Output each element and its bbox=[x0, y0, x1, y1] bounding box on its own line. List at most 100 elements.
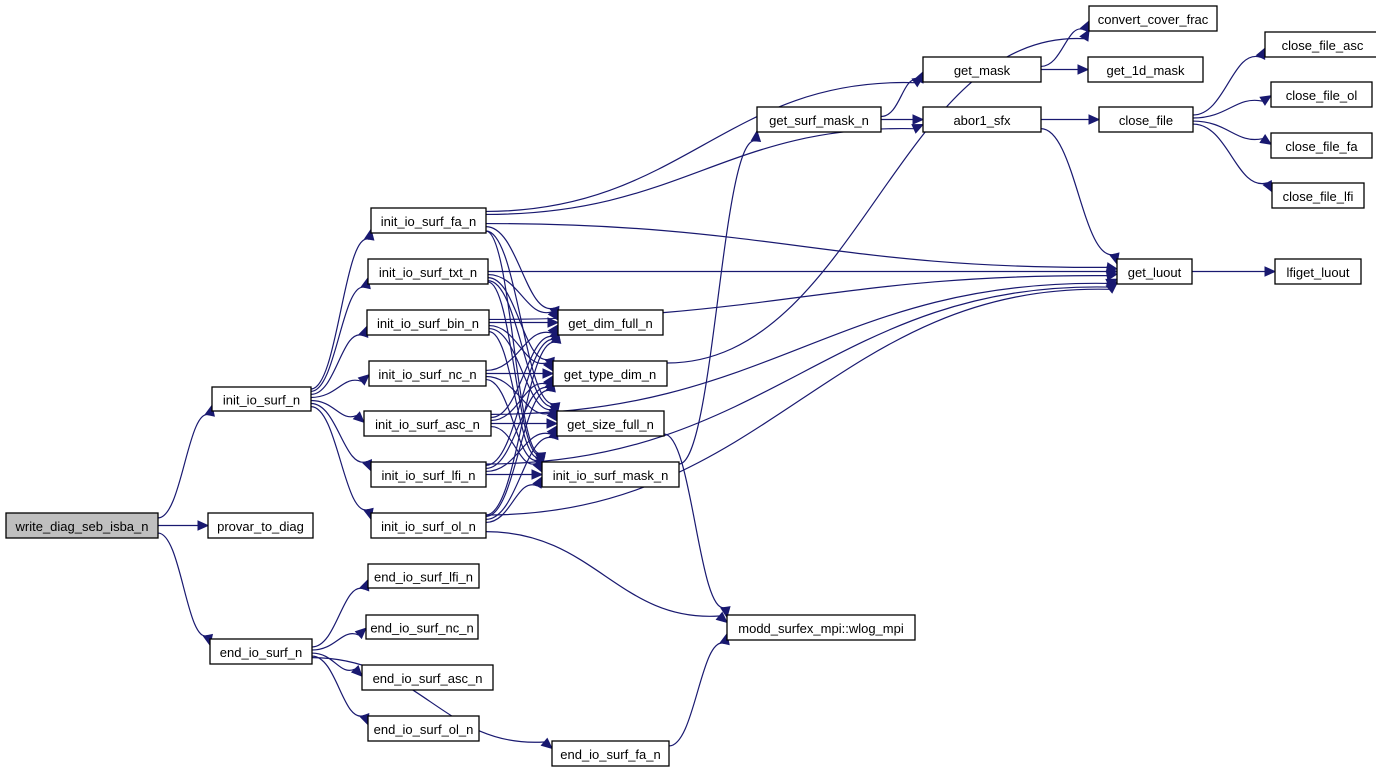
node-get-mask[interactable]: get_mask bbox=[922, 56, 1042, 83]
node-end-io-surf-n[interactable]: end_io_surf_n bbox=[209, 638, 313, 665]
edge-line bbox=[485, 331, 553, 372]
arrowhead-icon bbox=[354, 627, 367, 640]
node-init-io-surf-asc-n[interactable]: init_io_surf_asc_n bbox=[363, 410, 492, 437]
node-close-file[interactable]: close_file bbox=[1098, 106, 1194, 133]
edge-get_mask-to-convert_cover_frac bbox=[1040, 19, 1090, 68]
edge-line bbox=[310, 399, 357, 418]
node-end-io-surf-nc-n[interactable]: end_io_surf_nc_n bbox=[365, 614, 479, 640]
edge-line bbox=[485, 339, 556, 466]
edge-init_io_surf_mask_n-to-get_surf_mask_n bbox=[678, 129, 762, 465]
node-box bbox=[5, 512, 159, 539]
arrowhead-icon bbox=[1264, 266, 1277, 277]
arrowhead-icon bbox=[542, 359, 554, 372]
edge-line bbox=[311, 657, 545, 743]
arrowhead-icon bbox=[540, 737, 553, 750]
node-get-luout[interactable]: get_luout bbox=[1116, 258, 1193, 285]
node-box bbox=[922, 106, 1042, 133]
edge-init_io_surf_fa_n-to-get_luout bbox=[485, 222, 1119, 273]
node-get-size-full-n[interactable]: get_size_full_n bbox=[556, 410, 665, 437]
edge-line bbox=[311, 587, 365, 648]
edge-init_io_surf_nc_n-to-get_type_dim_n bbox=[485, 368, 555, 379]
node-get-1d-mask[interactable]: get_1d_mask bbox=[1087, 56, 1204, 83]
edge-line bbox=[1040, 28, 1085, 68]
edge-get_surf_mask_n-to-get_mask bbox=[880, 70, 924, 118]
edge-init_io_surf_ol_n-to-get_luout bbox=[485, 282, 1118, 516]
node-label: init_io_surf_n bbox=[223, 393, 300, 408]
arrowhead-icon bbox=[362, 459, 372, 472]
node-init-io-surf-fa-n[interactable]: init_io_surf_fa_n bbox=[370, 207, 487, 234]
node-end-io-surf-lfi-n[interactable]: end_io_surf_lfi_n bbox=[367, 563, 480, 589]
edge-get_surf_mask_n-to-abor1_sfx bbox=[881, 114, 925, 125]
node-label: get_mask bbox=[954, 63, 1011, 78]
edge-line bbox=[310, 379, 362, 399]
edge-abor1_sfx-to-close_file bbox=[1041, 114, 1101, 125]
edge-line bbox=[485, 286, 1109, 465]
node-box bbox=[367, 715, 480, 742]
edge-line bbox=[311, 655, 365, 717]
node-label: provar_to_diag bbox=[217, 519, 304, 534]
edge-init_io_surf_fa_n-to-get_mask bbox=[485, 76, 925, 213]
edge-end_io_surf_fa_n-to-wlog_mpi bbox=[668, 632, 730, 747]
edge-init_io_surf_n-to-init_io_surf_asc_n bbox=[310, 399, 365, 424]
edge-init_io_surf_asc_n-to-get_luout bbox=[490, 278, 1119, 415]
node-abor1-sfx[interactable]: abor1_sfx bbox=[922, 106, 1042, 133]
node-end-io-surf-ol-n[interactable]: end_io_surf_ol_n bbox=[367, 715, 480, 742]
node-get-dim-full-n[interactable]: get_dim_full_n bbox=[557, 309, 664, 336]
edge-line bbox=[310, 286, 367, 392]
node-convert-cover-frac[interactable]: convert_cover_frac bbox=[1088, 5, 1218, 32]
node-label: init_io_surf_mask_n bbox=[553, 468, 669, 483]
node-close-file-asc[interactable]: close_file_asc bbox=[1264, 31, 1376, 58]
edge-layer bbox=[157, 19, 1277, 750]
node-init-io-surf-lfi-n[interactable]: init_io_surf_lfi_n bbox=[370, 461, 487, 488]
edge-init_io_surf_bin_n-to-get_dim_full_n bbox=[489, 317, 560, 328]
node-init-io-surf-nc-n[interactable]: init_io_surf_nc_n bbox=[368, 360, 487, 387]
arrowhead-icon bbox=[1077, 64, 1090, 75]
edge-get_luout-to-lfiget_luout bbox=[1191, 266, 1277, 277]
edge-line bbox=[1192, 120, 1263, 141]
node-init-io-surf-bin-n[interactable]: init_io_surf_bin_n bbox=[366, 309, 490, 336]
node-wlog-mpi[interactable]: modd_surfex_mpi::wlog_mpi bbox=[726, 614, 916, 641]
arrowhead-icon bbox=[357, 373, 370, 386]
node-init-io-surf-ol-n[interactable]: init_io_surf_ol_n bbox=[370, 512, 487, 539]
node-end-io-surf-asc-n[interactable]: end_io_surf_asc_n bbox=[361, 664, 494, 691]
node-label: write_diag_seb_isba_n bbox=[15, 519, 149, 534]
node-get-surf-mask-n[interactable]: get_surf_mask_n bbox=[756, 106, 882, 133]
node-provar-to-diag[interactable]: provar_to_diag bbox=[207, 512, 314, 539]
node-end-io-surf-fa-n[interactable]: end_io_surf_fa_n bbox=[551, 740, 670, 767]
edge-line bbox=[485, 386, 551, 470]
edge-write_diag_seb_isba_n-to-init_io_surf_n bbox=[157, 404, 215, 519]
node-label: get_surf_mask_n bbox=[769, 113, 869, 128]
edge-init_io_surf_fa_n-to-abor1_sfx bbox=[485, 124, 925, 216]
edge-line bbox=[490, 282, 1108, 415]
node-label: close_file bbox=[1119, 113, 1173, 128]
edge-end_io_surf_n-to-end_io_surf_fa_n bbox=[311, 657, 553, 750]
node-label: close_file_ol bbox=[1286, 88, 1358, 103]
edge-line bbox=[1192, 123, 1268, 185]
edge-line bbox=[485, 436, 554, 520]
node-init-io-surf-txt-n[interactable]: init_io_surf_txt_n bbox=[367, 258, 489, 285]
edge-line bbox=[310, 238, 370, 390]
node-write-diag-seb-isba-n[interactable]: write_diag_seb_isba_n bbox=[5, 512, 159, 539]
node-box bbox=[541, 461, 680, 488]
edge-line bbox=[485, 226, 555, 310]
edge-line bbox=[485, 82, 915, 213]
node-box bbox=[363, 410, 492, 437]
edge-close_file-to-close_file_fa bbox=[1192, 120, 1273, 145]
node-close-file-fa[interactable]: close_file_fa bbox=[1270, 132, 1373, 159]
node-close-file-ol[interactable]: close_file_ol bbox=[1270, 81, 1373, 108]
edge-line bbox=[310, 405, 369, 511]
node-init-io-surf-n[interactable]: init_io_surf_n bbox=[211, 386, 312, 412]
edge-end_io_surf_n-to-end_io_surf_nc_n bbox=[311, 627, 367, 651]
arrowhead-icon bbox=[350, 664, 363, 678]
edge-close_file-to-close_file_ol bbox=[1192, 95, 1273, 119]
node-lfiget-luout[interactable]: lfiget_luout bbox=[1274, 258, 1362, 285]
node-box bbox=[1098, 106, 1194, 133]
node-get-type-dim-n[interactable]: get_type_dim_n bbox=[552, 360, 668, 387]
edge-line bbox=[488, 331, 541, 458]
node-init-io-surf-mask-n[interactable]: init_io_surf_mask_n bbox=[541, 461, 680, 488]
edge-close_file-to-close_file_asc bbox=[1192, 47, 1266, 116]
node-close-file-lfi[interactable]: close_file_lfi bbox=[1271, 182, 1365, 209]
edge-init_io_surf_txt_n-to-get_luout bbox=[487, 266, 1119, 277]
node-label: modd_surfex_mpi::wlog_mpi bbox=[738, 621, 904, 636]
